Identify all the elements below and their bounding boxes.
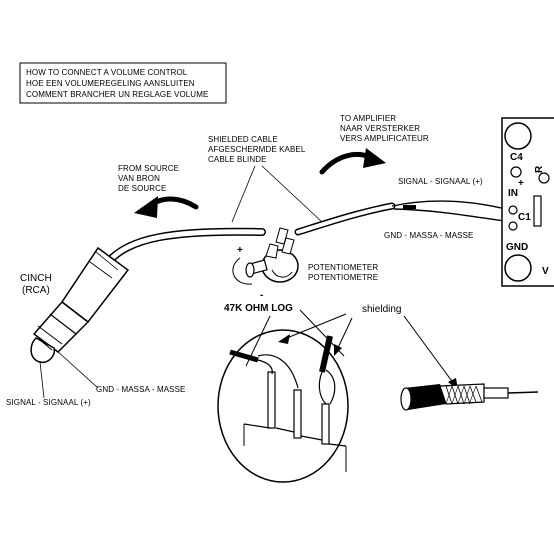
coax-cable (400, 383, 539, 411)
rca-signal-leader (39, 361, 45, 399)
title-line-fr: COMMENT BRANCHER UN REGLAGE VOLUME (26, 90, 208, 99)
shielded-cable-leader-right (261, 165, 323, 223)
shielded-cable-leader-left (231, 165, 256, 223)
pot-value-label: 47K OHM LOG (224, 303, 293, 314)
potentiometer-label-en: POTENTIOMETER (308, 263, 378, 272)
potentiometer-label-fr: POTENTIOMETRE (308, 273, 378, 282)
arrow-from-source-icon (134, 196, 199, 218)
cinch-label: CINCH (RCA) (20, 273, 52, 296)
potentiometer (245, 227, 299, 283)
from-source-en: FROM SOURCE (118, 164, 179, 173)
to-amplifier-fr: VERS AMPLIFICATEUR (340, 134, 429, 143)
from-source-fr: DE SOURCE (118, 184, 166, 193)
title-line-en: HOW TO CONNECT A VOLUME CONTROL (26, 68, 188, 77)
to-amplifier-label: TO AMPLIFIER NAAR VERSTERKER VERS AMPLIF… (340, 114, 429, 143)
board-gnd-label: GND (506, 242, 528, 253)
detail-leader-left (245, 315, 271, 367)
pot-plus-label: + (237, 245, 243, 256)
title-box-frame (19, 62, 227, 104)
rca-plug (30, 246, 130, 364)
shielded-cable-en: SHIELDED CABLE (208, 135, 278, 144)
board-gnd-pad (508, 221, 518, 231)
board-capacitor-c1 (533, 195, 542, 227)
right-shielded-cable (294, 200, 513, 236)
signal-right-label: SIGNAL - SIGNAAL (+) (398, 177, 483, 186)
gnd-left-label: GND - MASSA - MASSE (96, 385, 185, 394)
board-v-label: V (542, 266, 549, 277)
to-amplifier-en: TO AMPLIFIER (340, 114, 396, 123)
board-capacitor-c4 (510, 166, 522, 178)
board-c1-label: C1 (518, 212, 531, 223)
board-in-label: IN (508, 188, 518, 199)
gnd-right-label: GND - MASSA - MASSE (384, 231, 473, 240)
potentiometer-label: POTENTIOMETER POTENTIOMETRE (308, 263, 378, 282)
board-mount-hole-top (504, 122, 532, 150)
detail-magnifier (217, 329, 349, 483)
shielding-arrows-icon (278, 313, 458, 390)
cinch-label-rca: (RCA) (22, 285, 50, 296)
shielded-cable-nl: AFGESCHERMDE KABEL (208, 145, 306, 154)
to-amplifier-nl: NAAR VERSTERKER (340, 124, 420, 133)
from-source-label: FROM SOURCE VAN BRON DE SOURCE (118, 164, 179, 193)
arrow-to-amplifier-icon (319, 148, 386, 175)
board-c4-label: C4 (510, 152, 523, 163)
rca-gnd-leader (55, 349, 99, 389)
pot-minus-label: - (260, 290, 263, 301)
shielded-cable-fr: CABLE BLINDE (208, 155, 267, 164)
board-mount-hole-bottom (504, 254, 532, 282)
amplifier-board: C4 + R IN C1 GND V (501, 117, 554, 287)
pot-rotation-arrow-icon (232, 257, 253, 285)
cinch-label-name: CINCH (20, 273, 52, 284)
title-box: HOW TO CONNECT A VOLUME CONTROL HOE EEN … (19, 62, 227, 104)
shielded-cable-label: SHIELDED CABLE AFGESCHERMDE KABEL CABLE … (208, 135, 306, 164)
signal-left-label: SIGNAL - SIGNAAL (+) (6, 398, 91, 407)
title-line-nl: HOE EEN VOLUMEREGELING AANSLUITEN (26, 79, 195, 88)
board-plus-label: + (518, 178, 524, 189)
left-shielded-cable (104, 227, 266, 266)
board-r-label: R (534, 165, 545, 173)
from-source-nl: VAN BRON (118, 174, 160, 183)
board-in-pad (508, 205, 518, 215)
shielding-label: shielding (362, 304, 401, 315)
